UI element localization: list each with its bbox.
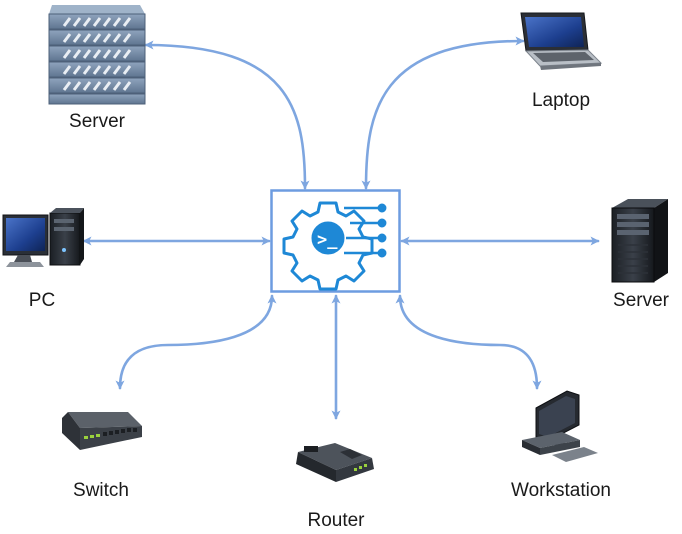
connector-workstation xyxy=(395,294,542,390)
connector-server-top-left xyxy=(144,40,310,190)
network-switch-icon xyxy=(62,412,142,450)
tower-server-icon xyxy=(611,199,668,283)
workstation-icon xyxy=(522,390,598,462)
node-label-workstation: Workstation xyxy=(511,480,611,501)
node-label-server-top-left: Server xyxy=(69,111,125,132)
connector-switch xyxy=(115,294,277,390)
node-label-router: Router xyxy=(307,510,365,531)
svg-text:>_: >_ xyxy=(317,230,338,250)
connector-laptop xyxy=(361,36,525,190)
node-label-server-right: Server xyxy=(613,290,669,311)
node-label-pc: PC xyxy=(28,290,56,311)
automation-hub: >_ xyxy=(270,189,401,293)
node-label-laptop: Laptop xyxy=(531,90,591,111)
laptop-icon xyxy=(520,12,603,70)
rack-server-icon xyxy=(48,5,146,105)
node-label-switch: Switch xyxy=(73,480,129,501)
desktop-pc-icon xyxy=(2,208,84,267)
router-icon xyxy=(296,443,374,482)
